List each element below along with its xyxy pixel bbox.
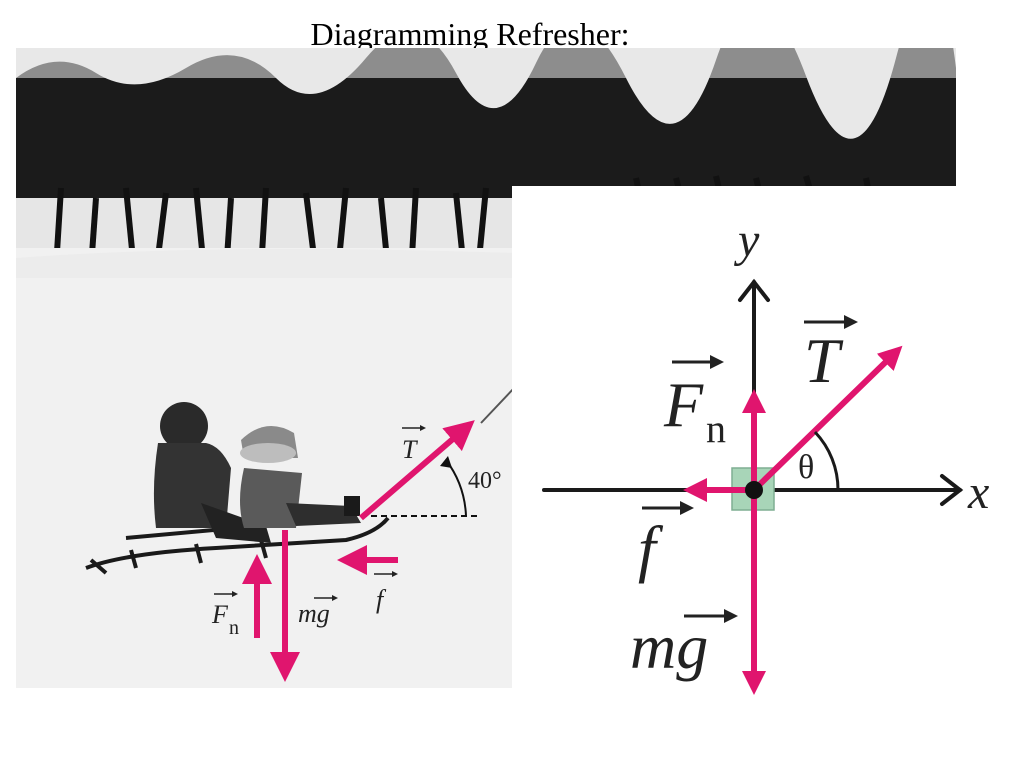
x-axis-label: x: [967, 466, 989, 519]
svg-text:F: F: [663, 369, 704, 440]
photo-label-angle: 40°: [468, 468, 502, 494]
tree-tops: [16, 48, 956, 139]
fbd-label-normal: F n: [663, 355, 726, 451]
svg-text:f: f: [376, 585, 387, 614]
svg-text:F: F: [211, 600, 229, 629]
fbd-label-tension: T: [804, 315, 858, 396]
theta-arc: [813, 430, 840, 491]
fbd-tension-arrow: [751, 345, 903, 493]
svg-text:n: n: [229, 617, 239, 639]
y-axis-label: y: [733, 214, 760, 267]
svg-text:n: n: [706, 406, 726, 451]
slide-title: Diagramming Refresher:: [310, 16, 630, 52]
svg-text:mg: mg: [630, 611, 708, 682]
tow-rope: [480, 385, 517, 424]
theta-label: θ: [798, 449, 814, 486]
free-body-diagram: x y θ T F n f mg: [512, 186, 1024, 768]
tension-arrow: [359, 420, 475, 521]
svg-text:T: T: [402, 435, 418, 464]
child-back: [153, 402, 271, 543]
origin-point: [745, 481, 763, 499]
photo-label-weight: mg: [298, 595, 338, 628]
svg-text:mg: mg: [298, 599, 330, 628]
photo-label-normal: F n: [211, 591, 239, 639]
child-front: [240, 425, 361, 528]
photo-label-friction: f: [374, 571, 398, 614]
svg-text:T: T: [804, 325, 844, 396]
photo-label-tension: T: [402, 425, 426, 464]
fbd-label-weight: mg: [630, 609, 738, 682]
